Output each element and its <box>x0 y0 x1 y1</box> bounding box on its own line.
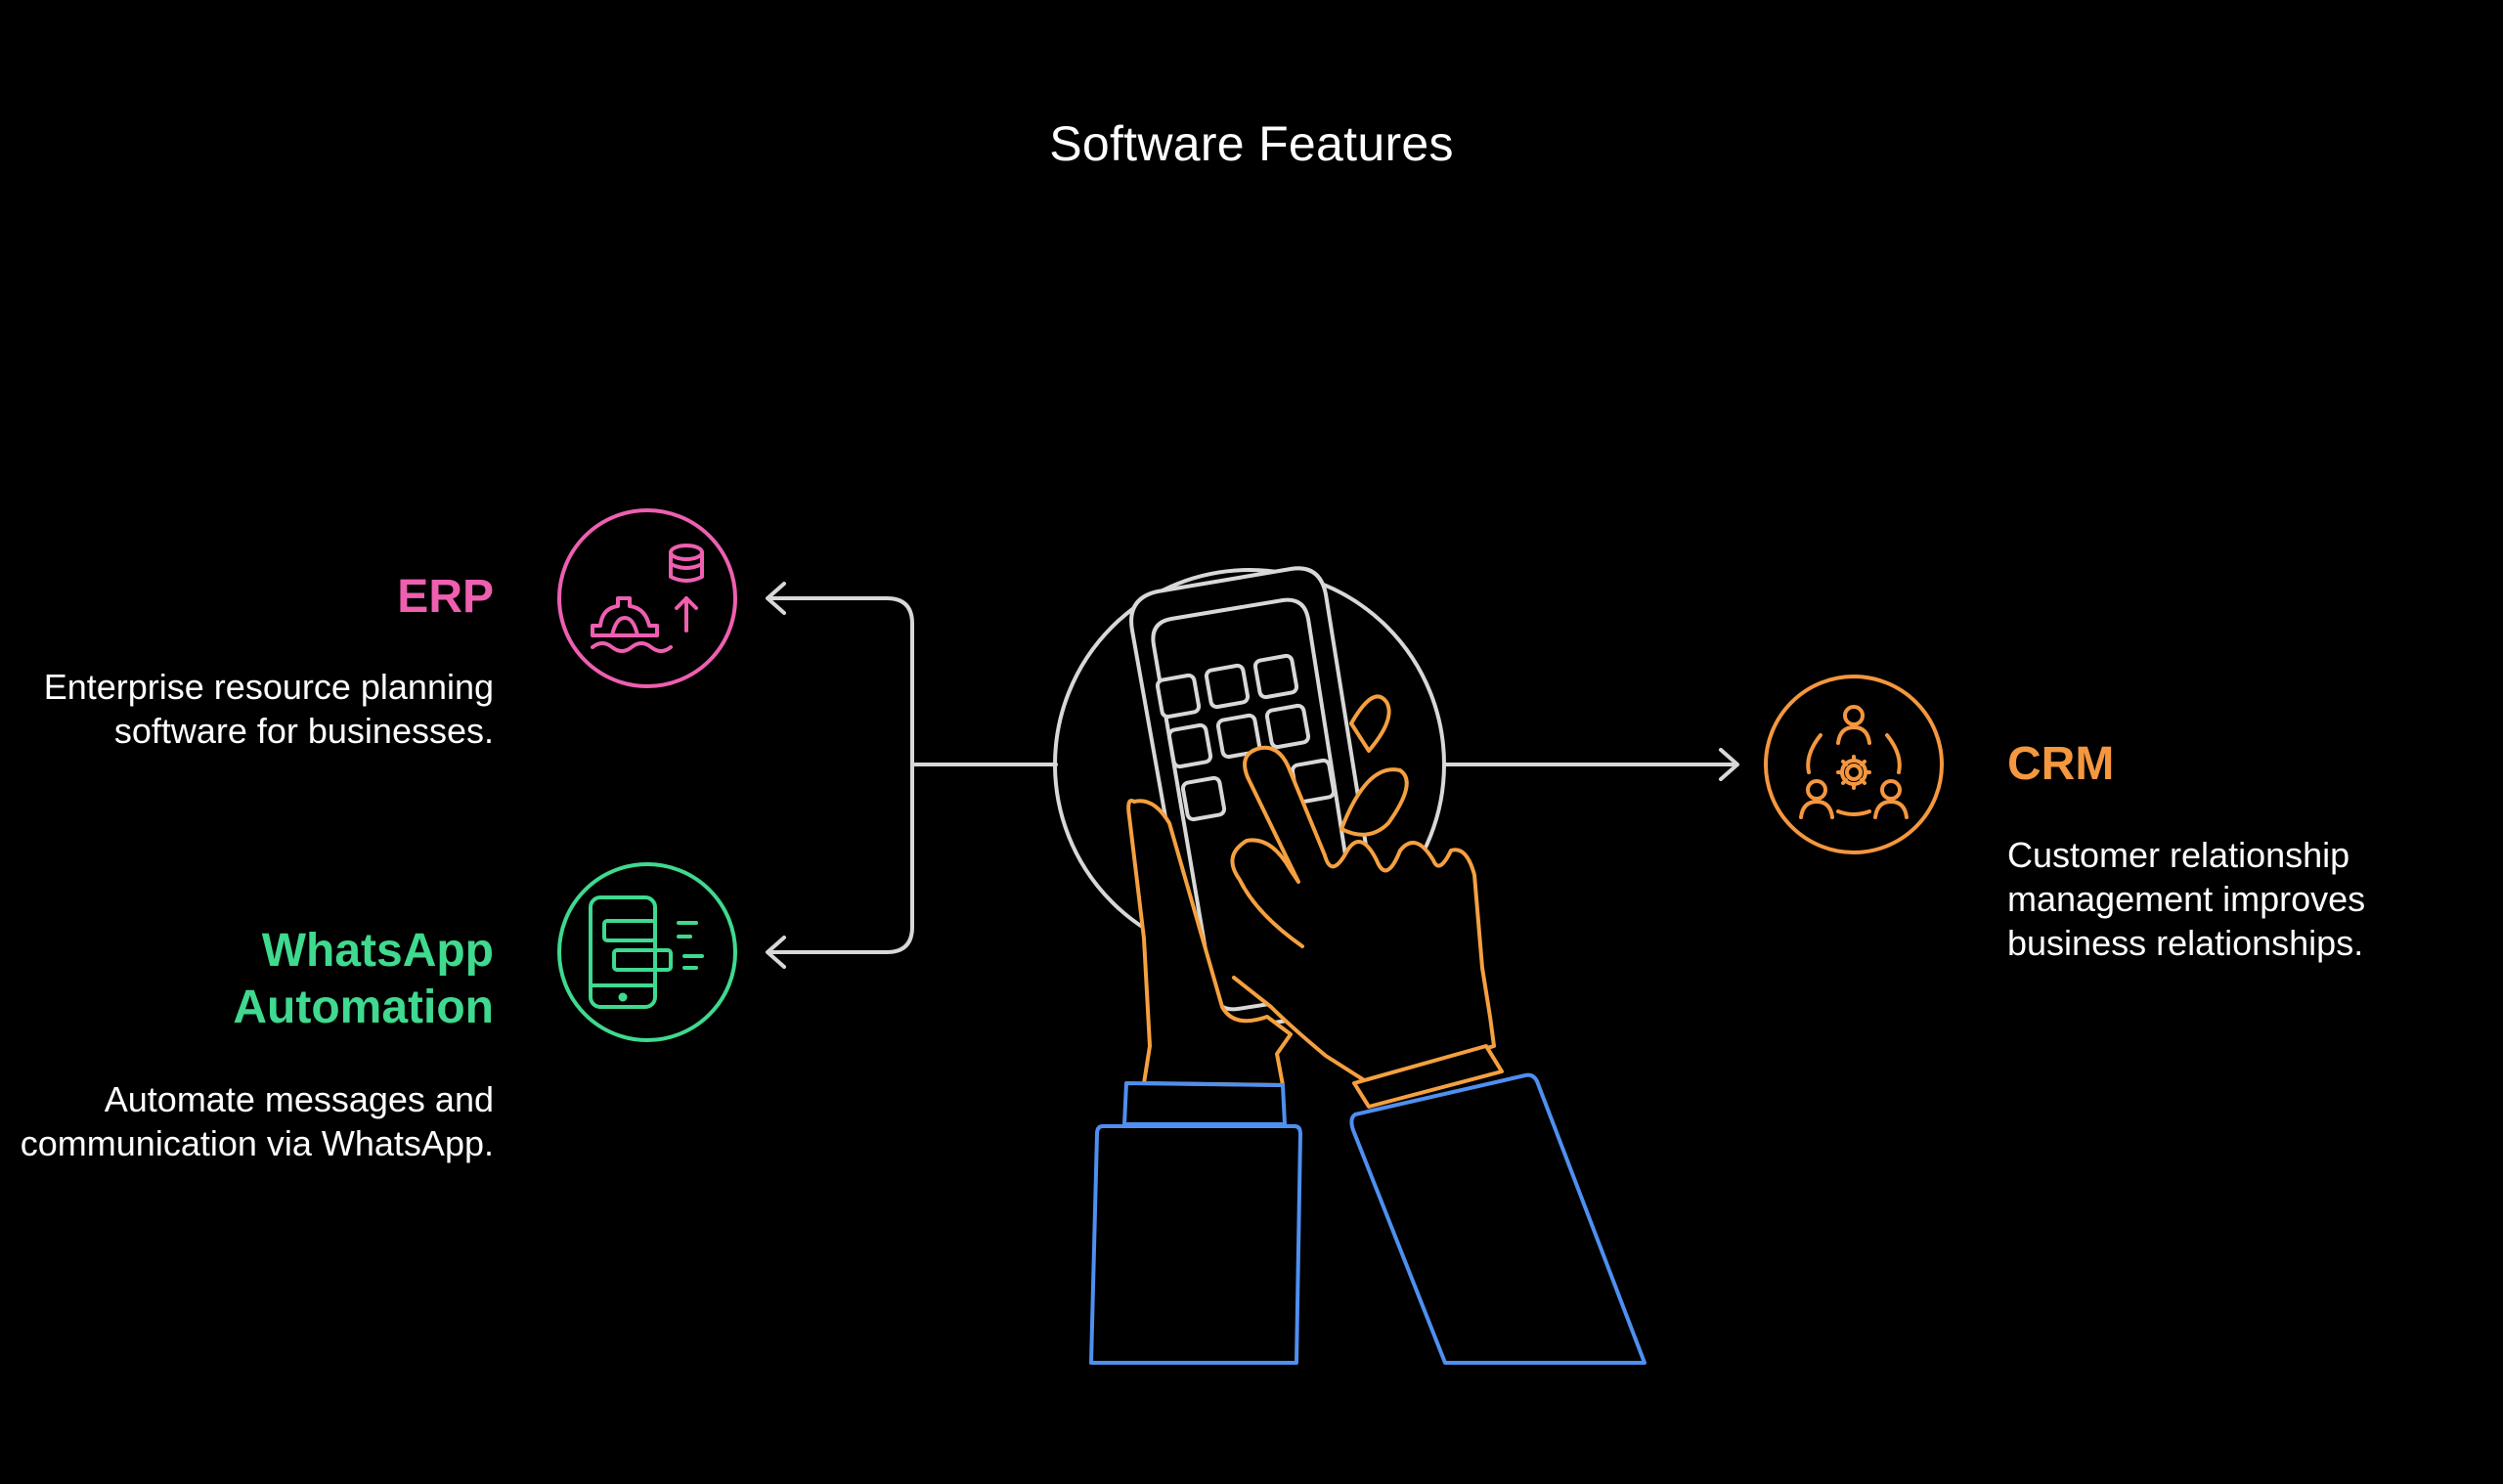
right-hand-illustration <box>1230 694 1504 1109</box>
erp-icon-circle <box>557 508 737 688</box>
arrowhead-crm <box>1719 748 1739 781</box>
crm-heading: CRM <box>2007 738 2115 790</box>
connector-lines <box>766 582 1739 969</box>
crm-description: Customer relationship management improve… <box>2007 835 2366 963</box>
whatsapp-description: Automate messages and communication via … <box>20 1079 494 1163</box>
phone-chat-icon <box>557 862 737 1042</box>
erp-description: Enterprise resource planning software fo… <box>43 667 494 751</box>
page-title: Software Features <box>1049 116 1454 171</box>
crm-icon-circle <box>1764 675 1944 854</box>
hands-tapping-phone-icon <box>1089 566 1647 1365</box>
gear-database-upload-icon <box>557 508 737 688</box>
left-hand-illustration <box>1126 799 1293 1087</box>
whatsapp-heading: WhatsApp Automation <box>233 925 494 1033</box>
connector-branch-erp <box>768 596 914 766</box>
erp-heading: ERP <box>397 571 494 623</box>
arrowhead-erp <box>766 582 786 615</box>
sleeve-illustration <box>1089 1072 1647 1365</box>
whatsapp-icon-circle <box>557 862 737 1042</box>
arrowhead-whatsapp <box>766 936 786 969</box>
connector-branch-whatsapp <box>768 763 914 954</box>
people-network-gear-icon <box>1764 675 1944 854</box>
